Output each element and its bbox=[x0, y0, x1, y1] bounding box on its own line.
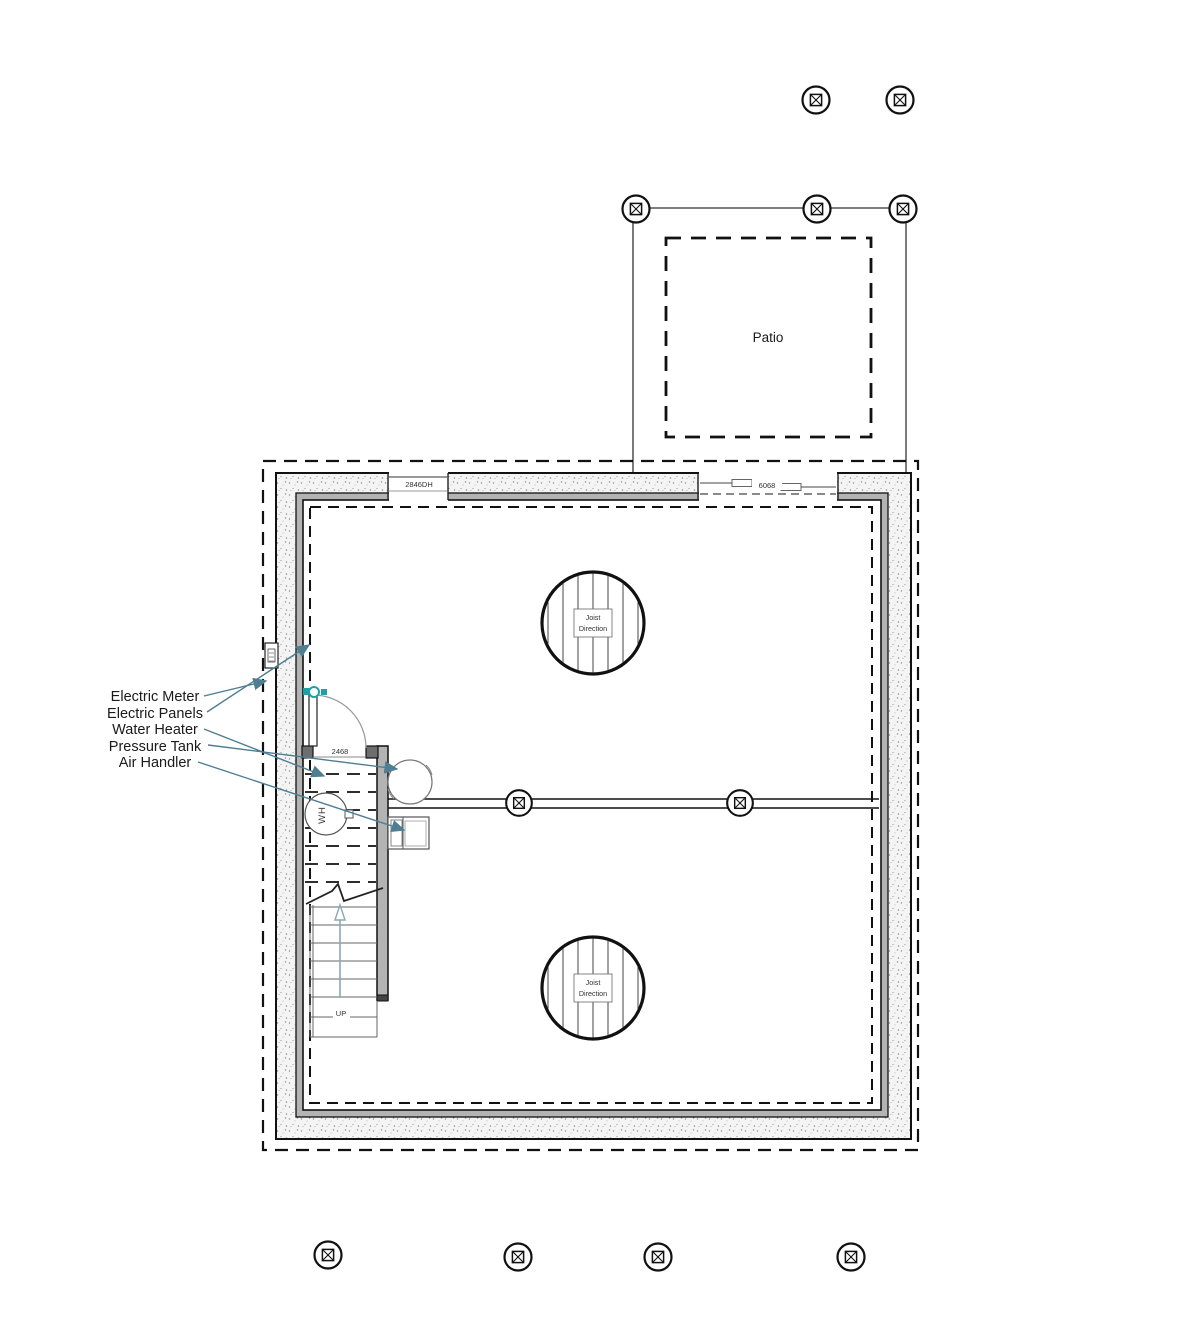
stairs-up-label: UP bbox=[336, 1009, 346, 1018]
door-2468-label: 2468 bbox=[332, 747, 349, 756]
callout-electric-panels: Electric Panels bbox=[107, 706, 203, 722]
patio-dashed-outline bbox=[664, 236, 873, 439]
leader-pressure-tank bbox=[207, 744, 399, 774]
post-marker-icon bbox=[643, 1242, 673, 1272]
interior-walls bbox=[301, 745, 389, 1002]
leader-electric-meter bbox=[203, 677, 268, 697]
joist-label-line1: Joist bbox=[586, 978, 601, 987]
callout-electric-meter: Electric Meter bbox=[111, 689, 200, 705]
door-6068: 6068 bbox=[697, 470, 839, 502]
beam bbox=[388, 798, 879, 809]
post-marker-icon bbox=[313, 1240, 343, 1270]
window-2846dh: 2846DH bbox=[387, 470, 449, 502]
joist-label-line2: Direction bbox=[579, 624, 607, 633]
electric-meter-symbol bbox=[264, 642, 279, 669]
door-hardware-icon bbox=[303, 686, 327, 698]
joist-direction-symbol-bottom: Joist Direction bbox=[540, 935, 646, 1041]
post-marker-icon bbox=[836, 1242, 866, 1272]
post-marker-icon bbox=[503, 1242, 533, 1272]
callout-air-handler: Air Handler bbox=[119, 755, 192, 771]
callout-pressure-tank: Pressure Tank bbox=[109, 739, 202, 755]
door-2468: 2468 bbox=[303, 686, 367, 758]
patio-outline bbox=[632, 207, 907, 472]
post-marker-icon bbox=[801, 85, 831, 115]
footing-dashed-outline bbox=[261, 459, 920, 1152]
post-marker-icon bbox=[802, 194, 832, 224]
patio-label: Patio bbox=[753, 330, 784, 345]
joist-label-line1: Joist bbox=[586, 613, 601, 622]
leader-air-handler bbox=[197, 761, 406, 833]
break-line bbox=[305, 882, 384, 905]
leader-electric-panels bbox=[206, 644, 311, 713]
joist-label-line2: Direction bbox=[579, 989, 607, 998]
door-swing-arc bbox=[312, 694, 367, 749]
callout-water-heater: Water Heater bbox=[112, 722, 198, 738]
air-handler-symbol bbox=[387, 816, 430, 850]
callout-labels: Electric Meter Electric Panels Water Hea… bbox=[107, 689, 203, 771]
post-marker-icon bbox=[621, 194, 651, 224]
post-marker-icon bbox=[726, 789, 754, 817]
door-6068-label: 6068 bbox=[759, 481, 776, 490]
water-heater-tag: WH bbox=[317, 806, 328, 824]
stairs: UP bbox=[305, 882, 384, 1038]
post-marker-icon bbox=[888, 194, 918, 224]
joist-direction-symbol-top: Joist Direction bbox=[540, 570, 646, 676]
stair-up-arrow bbox=[334, 902, 346, 997]
pressure-tank-symbol bbox=[387, 759, 433, 805]
water-heater-symbol: WH bbox=[304, 792, 354, 836]
door-leaf bbox=[308, 693, 318, 747]
post-marker-icon bbox=[505, 789, 533, 817]
leader-lines bbox=[197, 644, 406, 833]
window-2846dh-label: 2846DH bbox=[405, 480, 433, 489]
post-marker-icon bbox=[885, 85, 915, 115]
